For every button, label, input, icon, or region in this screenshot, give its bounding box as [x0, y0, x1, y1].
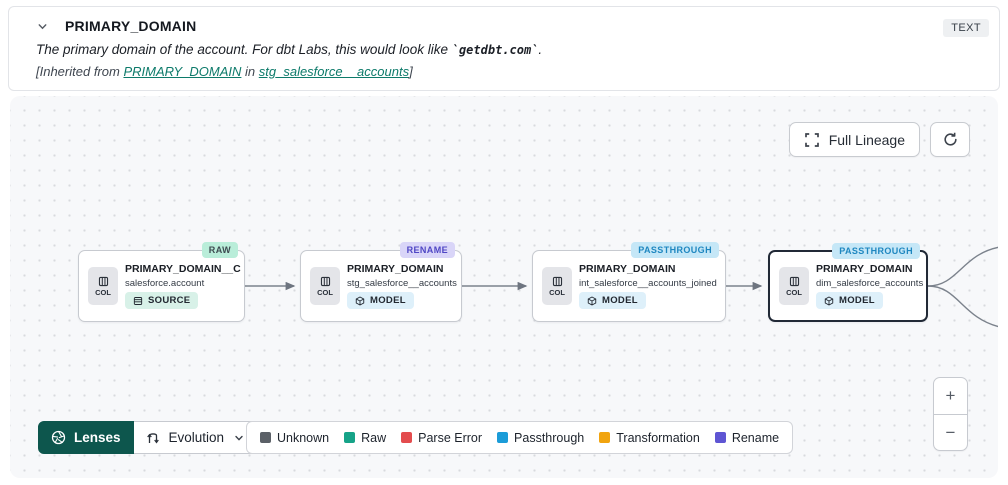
- legend-item-unknown: Unknown: [260, 431, 329, 445]
- lens-selected-value: Evolution: [168, 430, 225, 445]
- model-cube-icon: [824, 295, 834, 306]
- legend-item-raw: Raw: [344, 431, 386, 445]
- node-model-name: dim_salesforce_accounts: [816, 278, 924, 289]
- status-badge: RENAME: [399, 242, 455, 258]
- legend-swatch: [599, 432, 611, 443]
- legend-label: Passthrough: [514, 430, 585, 445]
- status-badge: PASSTHROUGH: [631, 242, 719, 258]
- description-code: `getdbt.com`: [451, 43, 539, 57]
- legend-item-transformation: Transformation: [599, 431, 700, 445]
- node-column-name: PRIMARY_DOMAIN: [816, 263, 913, 275]
- column-header: PRIMARY_DOMAIN TEXT: [36, 18, 989, 37]
- resource-type-label: MODEL: [370, 295, 406, 306]
- legend-label: Parse Error: [418, 430, 483, 445]
- lineage-edges: [245, 246, 998, 328]
- column-description-panel: PRIMARY_DOMAIN TEXT The primary domain o…: [8, 6, 1000, 91]
- fullscreen-icon: [804, 132, 819, 147]
- resource-type-badge: MODEL: [579, 292, 646, 309]
- model-cube-icon: [355, 295, 365, 306]
- node-model-name: int_salesforce__accounts_joined: [579, 278, 717, 289]
- legend-item-parse-error: Parse Error: [401, 431, 482, 445]
- resource-type-badge: MODEL: [816, 292, 883, 309]
- zoom-controls: + −: [933, 377, 968, 451]
- full-lineage-label: Full Lineage: [828, 131, 905, 148]
- inherited-note: [Inherited from PRIMARY_DOMAIN in stg_sa…: [36, 64, 987, 79]
- legend-label: Rename: [731, 430, 780, 445]
- columns-icon: [320, 276, 330, 286]
- column-title: PRIMARY_DOMAIN: [65, 18, 197, 34]
- legend-swatch: [260, 432, 271, 443]
- column-chip: COL: [310, 267, 340, 305]
- resource-type-label: MODEL: [602, 295, 638, 306]
- source-icon: [133, 296, 143, 305]
- column-chip: COL: [88, 267, 118, 305]
- columns-icon: [552, 276, 562, 286]
- legend-swatch: [401, 432, 413, 443]
- evolution-icon: [146, 432, 159, 443]
- node-model-name: salesforce.account: [125, 278, 205, 289]
- zoom-out-button[interactable]: −: [934, 414, 967, 450]
- inherited-middle: in: [241, 64, 259, 79]
- lenses-button[interactable]: Lenses: [38, 421, 134, 454]
- node-model-name: stg_salesforce__accounts: [347, 278, 457, 289]
- resource-type-label: MODEL: [839, 295, 875, 306]
- node-body: PRIMARY_DOMAIN stg_salesforce__accounts …: [347, 263, 457, 309]
- model-cube-icon: [587, 295, 597, 306]
- legend-label: Raw: [361, 430, 387, 445]
- legend-label: Unknown: [277, 430, 330, 445]
- lineage-node-intermediate[interactable]: PASSTHROUGH COL PRIMARY_DOMAIN int_sales…: [532, 242, 726, 322]
- col-chip-label: COL: [786, 287, 802, 297]
- legend-swatch: [497, 432, 509, 443]
- node-body: PRIMARY_DOMAIN dim_salesforce_accounts M…: [816, 263, 923, 309]
- lens-aperture-icon: [51, 430, 66, 445]
- node-body: PRIMARY_DOMAIN__C salesforce.account SOU…: [125, 263, 241, 309]
- lens-dropdown[interactable]: Evolution: [133, 421, 259, 454]
- column-description: The primary domain of the account. For d…: [36, 42, 987, 57]
- status-legend: Unknown Raw Parse Error Passthrough Tran…: [246, 421, 794, 454]
- col-chip-label: COL: [549, 287, 565, 297]
- lineage-node-dim-selected[interactable]: PASSTHROUGH COL PRIMARY_DOMAIN dim_sales…: [768, 243, 928, 322]
- legend-swatch: [344, 432, 356, 443]
- legend-item-passthrough: Passthrough: [497, 431, 584, 445]
- lenses-control: Lenses Evolution: [38, 421, 259, 454]
- column-chip: COL: [779, 267, 809, 305]
- chevron-down-icon: [235, 435, 243, 441]
- full-lineage-button[interactable]: Full Lineage: [788, 122, 920, 157]
- zoom-in-button[interactable]: +: [945, 386, 956, 405]
- lenses-label: Lenses: [74, 430, 121, 445]
- legend-item-rename: Rename: [714, 430, 780, 445]
- node-body: PRIMARY_DOMAIN int_salesforce__accounts_…: [579, 263, 717, 309]
- legend-swatch: [714, 432, 726, 443]
- status-badge: RAW: [201, 242, 238, 258]
- legend-label: Transformation: [616, 430, 700, 445]
- inherited-suffix: ]: [409, 64, 413, 79]
- columns-icon: [98, 276, 108, 286]
- lineage-node-staging[interactable]: RENAME COL PRIMARY_DOMAIN stg_salesforce…: [300, 242, 462, 322]
- chevron-down-icon: [38, 23, 47, 29]
- lineage-node-source[interactable]: RAW COL PRIMARY_DOMAIN__C salesforce.acc…: [78, 242, 245, 322]
- refresh-icon: [943, 132, 957, 146]
- description-period: .: [538, 42, 543, 57]
- resource-type-badge: SOURCE: [125, 292, 199, 309]
- resource-type-label: SOURCE: [148, 295, 191, 306]
- node-column-name: PRIMARY_DOMAIN: [579, 263, 676, 275]
- collapse-button[interactable]: [36, 20, 49, 33]
- description-text: The primary domain of the account. For d…: [36, 42, 452, 57]
- refresh-button[interactable]: [930, 122, 970, 157]
- resource-type-badge: MODEL: [347, 292, 414, 309]
- node-column-name: PRIMARY_DOMAIN__C: [125, 263, 241, 275]
- node-column-name: PRIMARY_DOMAIN: [347, 263, 444, 275]
- column-type-badge: TEXT: [943, 19, 989, 37]
- inherited-column-link[interactable]: PRIMARY_DOMAIN: [123, 64, 242, 79]
- inherited-model-link[interactable]: stg_salesforce__accounts: [258, 64, 410, 79]
- inherited-prefix: [Inherited from: [36, 64, 124, 79]
- lineage-canvas[interactable]: Full Lineage RAW COL PRIMARY_DOMAIN__C s…: [10, 96, 998, 478]
- column-chip: COL: [542, 267, 572, 305]
- col-chip-label: COL: [95, 287, 111, 297]
- col-chip-label: COL: [317, 287, 333, 297]
- status-badge: PASSTHROUGH: [832, 243, 920, 259]
- columns-icon: [789, 276, 799, 286]
